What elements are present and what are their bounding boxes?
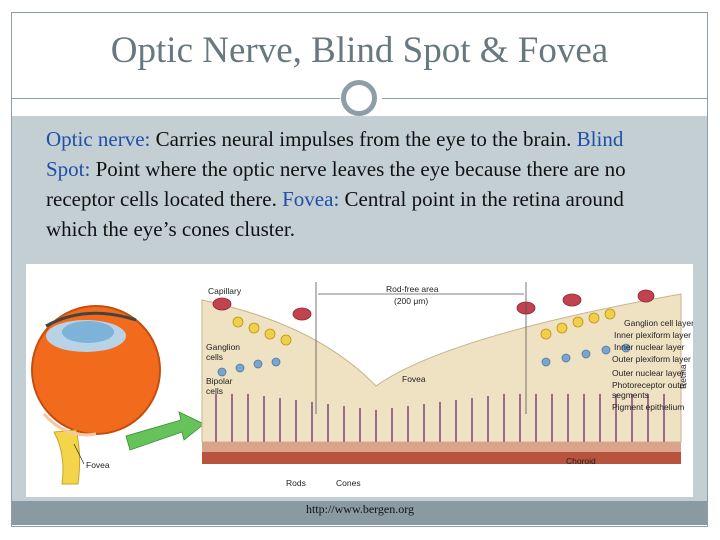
label-layer-photoreceptor: Photoreceptor outer bbox=[612, 380, 687, 390]
title-divider-left bbox=[12, 98, 340, 99]
label-capillary: Capillary bbox=[208, 286, 242, 296]
slide-frame bbox=[11, 12, 708, 527]
definition-paragraph: Optic nerve: Carries neural impulses fro… bbox=[46, 124, 666, 244]
label-choroid: Choroid bbox=[566, 456, 596, 466]
retina-diagram: Fovea bbox=[31, 282, 693, 488]
label-ganglion: Ganglion bbox=[206, 342, 240, 352]
label-layer-pigment: Pigment epithelium bbox=[612, 402, 684, 412]
zoom-arrow bbox=[125, 411, 205, 451]
label-rods: Rods bbox=[286, 478, 306, 488]
label-cones: Cones bbox=[336, 478, 361, 488]
divider-circle-ornament bbox=[341, 80, 377, 116]
definition-fovea: Central point in the retina around which… bbox=[46, 187, 624, 241]
retina-figure: Fovea bbox=[26, 264, 693, 497]
label-rod-free-size: (200 μm) bbox=[394, 296, 428, 306]
label-ganglion-cells: cells bbox=[206, 352, 223, 362]
label-retina: Retina bbox=[678, 364, 688, 389]
definition-blind-spot: Point where the optic nerve leaves the e… bbox=[46, 157, 626, 211]
label-bipolar: Bipolar bbox=[206, 376, 233, 386]
label-layer-segments: segments bbox=[612, 390, 649, 400]
term-blind-spot: Blind Spot: bbox=[46, 127, 624, 181]
footer-bar bbox=[12, 501, 707, 525]
definition-optic-nerve: Carries neural impulses from the eye to … bbox=[150, 127, 577, 151]
slide-title: Optic Nerve, Blind Spot & Fovea bbox=[110, 30, 609, 71]
retina-cross-section bbox=[201, 282, 682, 464]
eye-fovea-label: Fovea bbox=[86, 460, 110, 470]
eyeball-illustration bbox=[31, 305, 161, 485]
term-fovea: Fovea: bbox=[282, 187, 340, 211]
label-rod-free-area: Rod-free area bbox=[386, 284, 439, 294]
label-layer-outer-nuclear: Outer nuclear layer bbox=[612, 368, 684, 378]
label-fovea: Fovea bbox=[402, 374, 426, 384]
label-layer-inner-plexiform: Inner plexiform layer bbox=[614, 330, 691, 340]
label-layer-ganglion: Ganglion cell layer bbox=[624, 318, 693, 328]
title-divider-right bbox=[382, 98, 707, 99]
label-layer-outer-plexiform: Outer plexiform layer bbox=[612, 354, 691, 364]
label-bipolar-cells: cells bbox=[206, 386, 223, 396]
source-url: http://www.bergen.org bbox=[305, 502, 415, 516]
label-layer-inner-nuclear: Inner nuclear layer bbox=[614, 342, 685, 352]
term-optic-nerve: Optic nerve: bbox=[46, 127, 151, 151]
